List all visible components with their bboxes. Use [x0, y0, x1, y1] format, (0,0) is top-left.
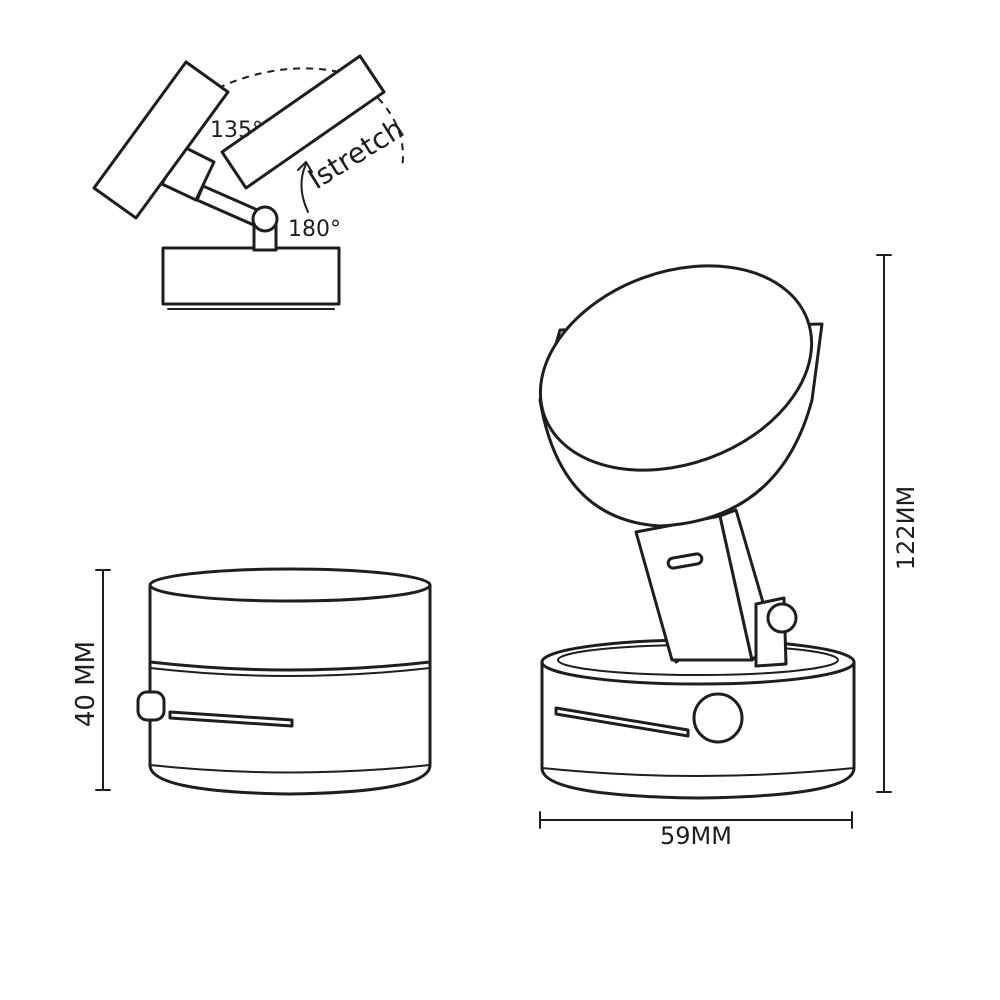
- open-bottom-band: [541, 767, 855, 777]
- stretch-arc: [377, 97, 404, 169]
- lamp-head-face: [538, 264, 814, 472]
- tilt-arc: [217, 67, 341, 89]
- tilt-angle-label: 135°: [210, 118, 263, 143]
- small-pivot: [251, 205, 279, 233]
- open-state-view: 122ИМ 59MM: [538, 254, 920, 850]
- lamp-head: [538, 264, 824, 528]
- base-height-dimension: 40 MM: [71, 569, 111, 791]
- small-base: [161, 246, 341, 310]
- rotate-angle-label: 180°: [288, 217, 341, 242]
- small-head-stretched: [220, 54, 386, 190]
- open-knob: [692, 692, 744, 744]
- width-dimension: 59MM: [539, 811, 853, 850]
- bracket-hinge-knob: [766, 602, 798, 634]
- total-height-dimension: 122ИМ: [876, 254, 920, 793]
- stretch-arrow: [300, 163, 309, 213]
- closed-state-view: 40 MM: [71, 567, 432, 796]
- small-head-tilted: [92, 60, 230, 220]
- closed-seam-inner: [149, 667, 431, 677]
- closed-cylinder-top: [148, 567, 432, 603]
- stretch-arrow-head: [297, 161, 313, 173]
- closed-seam: [148, 660, 432, 672]
- closed-knob: [136, 690, 166, 722]
- open-slot: [554, 706, 690, 738]
- width-label: 59MM: [660, 822, 732, 850]
- total-height-label: 122ИМ: [892, 486, 920, 570]
- base-height-label: 40 MM: [71, 641, 101, 727]
- closed-cylinder-body: [148, 585, 432, 796]
- closed-slot: [168, 710, 294, 728]
- rotation-illustration: 135° Istretch 180°: [92, 54, 410, 310]
- closed-bottom-band: [149, 764, 431, 774]
- bracket-slot: [666, 552, 704, 570]
